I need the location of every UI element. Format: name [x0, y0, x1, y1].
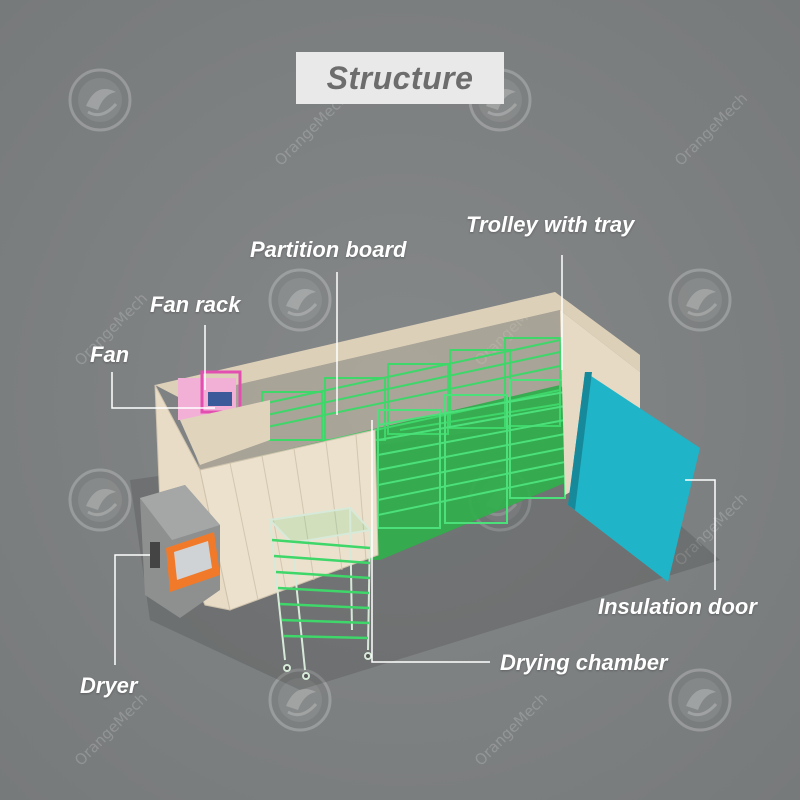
logo-watermark-icon [670, 270, 730, 330]
title: Structure [327, 60, 474, 97]
title-banner: Structure [296, 52, 504, 104]
label-partition-board: Partition board [250, 237, 406, 263]
fan [208, 392, 232, 406]
logo-watermark-icon [670, 670, 730, 730]
label-insulation-door: Insulation door [598, 594, 757, 620]
logo-watermark-icon [70, 470, 130, 530]
label-drying-chamber: Drying chamber [500, 650, 668, 676]
dryer-outlet [150, 542, 160, 568]
logo-watermark-icon [270, 270, 330, 330]
label-dryer: Dryer [80, 673, 137, 699]
label-fan-rack: Fan rack [150, 292, 241, 318]
label-trolley-with-tray: Trolley with tray [466, 212, 634, 238]
logo-watermark-icon [70, 70, 130, 130]
label-fan: Fan [90, 342, 129, 368]
